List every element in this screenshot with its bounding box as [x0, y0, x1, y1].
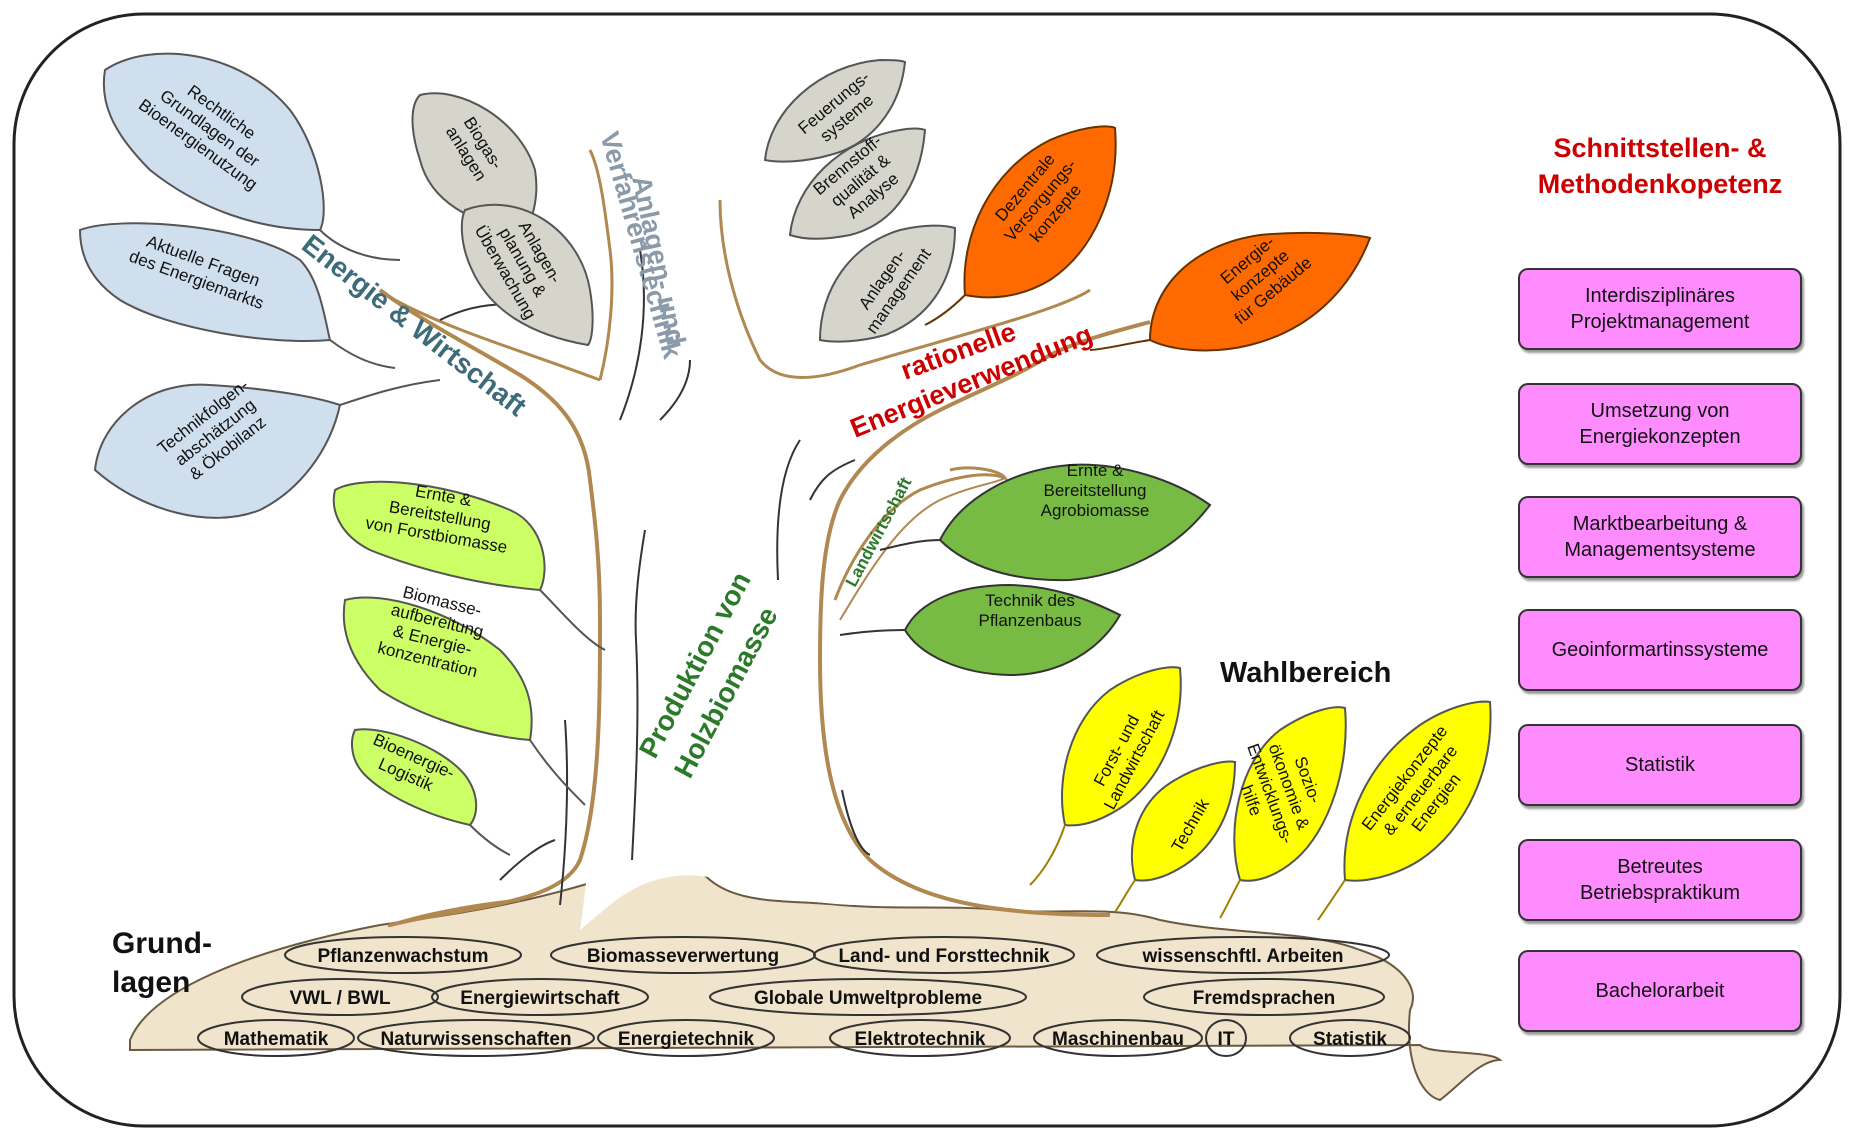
basic-topic: IT: [1205, 1019, 1247, 1057]
basic-topic: Statistik: [1289, 1019, 1411, 1057]
leaf-line: Pflanzenbaus: [978, 611, 1081, 630]
basic-topic-ellipse: [197, 1019, 355, 1057]
basic-topic-label: Energietechnik: [618, 1029, 755, 1050]
basic-topic-label: Maschinenbau: [1052, 1029, 1184, 1050]
basic-topic-label: Energiewirtschaft: [460, 988, 620, 1009]
leaf-gebaeude: [1089, 231, 1372, 352]
basic-topic-label: Elektrotechnik: [855, 1029, 986, 1050]
basic-topic-label: Globale Umweltprobleme: [754, 988, 982, 1009]
basic-topic: Maschinenbau: [1033, 1019, 1203, 1057]
basic-topic-label: Naturwissenschaften: [380, 1029, 571, 1050]
leaf-line: Agrobiomasse: [1041, 501, 1150, 520]
leaf-ernte-agro: [879, 463, 1212, 582]
leaf-text-biomasseaufb: Biomasse-aufbereitung& Energie-konzentra…: [376, 580, 494, 681]
leaf-rechtliche: [102, 52, 401, 261]
basic-topic-ellipse: [284, 936, 522, 974]
basic-topic-ellipse: [357, 1019, 595, 1057]
side-heading: Schnittstellen- & Methodenkopetenz: [1537, 133, 1783, 199]
basic-topic: Naturwissenschaften: [357, 1019, 595, 1057]
basic-topic-label: Statistik: [1313, 1029, 1387, 1050]
basic-topic: Energiewirtschaft: [431, 978, 649, 1016]
basic-topic: Energietechnik: [597, 1019, 775, 1057]
basic-topic: Elektrotechnik: [829, 1019, 1011, 1057]
basic-topic-label: wissenschftl. Arbeiten: [1142, 946, 1344, 967]
basic-topic-ellipse: [1143, 978, 1385, 1016]
leaf-technikfolgen: [93, 379, 441, 519]
label-wahlbereich: Wahlbereich: [1220, 657, 1391, 689]
basic-topic: Pflanzenwachstum: [284, 936, 522, 974]
basic-topic: VWL / BWL: [241, 978, 439, 1016]
basic-topic: Land- und Forsttechnik: [813, 936, 1075, 974]
basic-topic-ellipse: [431, 978, 649, 1016]
label-grundlagen-1: Grund-: [112, 927, 212, 960]
trunk: [378, 149, 1151, 930]
basic-topic-label: Land- und Forsttechnik: [838, 946, 1050, 967]
leaf-dezentrale: [924, 125, 1117, 326]
basic-topic-ellipse: [709, 978, 1027, 1016]
module-box: Marktbearbeitung & Managementsysteme: [1518, 496, 1802, 578]
basic-topic-ellipse: [813, 936, 1075, 974]
basic-topic-label: VWL / BWL: [290, 988, 391, 1009]
basic-topic-label: Mathematik: [224, 1029, 329, 1050]
leaf-sozio: [1219, 706, 1347, 919]
module-box: Umsetzung von Energiekonzepten: [1518, 383, 1802, 465]
basic-topic-ellipse: [1033, 1019, 1203, 1057]
basic-topic-label: Fremdsprachen: [1193, 988, 1336, 1009]
leaf-anlagenmgmt: [818, 224, 957, 343]
basic-topic-ellipse: [241, 978, 439, 1016]
basics-group: Pflanzenwachstum Biomasseverwertung Land- …: [197, 936, 1411, 1057]
leaf-line: Ernte &: [1067, 461, 1124, 480]
leaf-line: Bereitstellung: [1043, 481, 1146, 500]
leaf-feuerung: [763, 58, 907, 163]
outer-frame: [12, 12, 1842, 1128]
branch-landwirtschaft: Landwirtschaft: [842, 474, 916, 590]
leaf-technik: [1114, 760, 1237, 913]
leaf-pflanzenbau: [839, 583, 1122, 677]
leaf-forst-land: [1029, 666, 1182, 886]
basic-topic: Fremdsprachen: [1143, 978, 1385, 1016]
basic-topic-ellipse: [1096, 936, 1390, 974]
leaf-ernte-forst: [332, 480, 606, 651]
module-box: Betreutes Betriebspraktikum: [1518, 839, 1802, 921]
leaf-biomasseaufb: [342, 596, 586, 806]
leaf-logistik: [351, 728, 511, 856]
basic-topic: wissenschftl. Arbeiten: [1096, 936, 1390, 974]
leaf-erneuerbare: [1317, 700, 1492, 921]
label-grundlagen-2: lagen: [112, 966, 190, 999]
basic-topic-ellipse: [1289, 1019, 1411, 1057]
basic-topic-label: IT: [1218, 1029, 1235, 1050]
leaf-brennstoff: [788, 127, 927, 240]
leaf-aktuelle: [78, 222, 396, 369]
basic-topic-ellipse: [597, 1019, 775, 1057]
leaf-line: Technik des: [985, 591, 1075, 610]
basic-topic: Mathematik: [197, 1019, 355, 1057]
leaf-anlagenplanung: [460, 203, 594, 347]
module-box: Bachelorarbeit: [1518, 950, 1802, 1032]
basic-topic-label: Biomasseverwertung: [587, 946, 779, 967]
basic-topic-ellipse: [1205, 1019, 1247, 1057]
module-box: Statistik: [1518, 724, 1802, 806]
basic-topic: Globale Umweltprobleme: [709, 978, 1027, 1016]
basic-topic-ellipse: [829, 1019, 1011, 1057]
basic-topic-label: Pflanzenwachstum: [317, 946, 488, 967]
module-box: Interdisziplinäres Projektmanagement: [1518, 268, 1802, 350]
module-box: Geoinformartinssysteme: [1518, 609, 1802, 691]
